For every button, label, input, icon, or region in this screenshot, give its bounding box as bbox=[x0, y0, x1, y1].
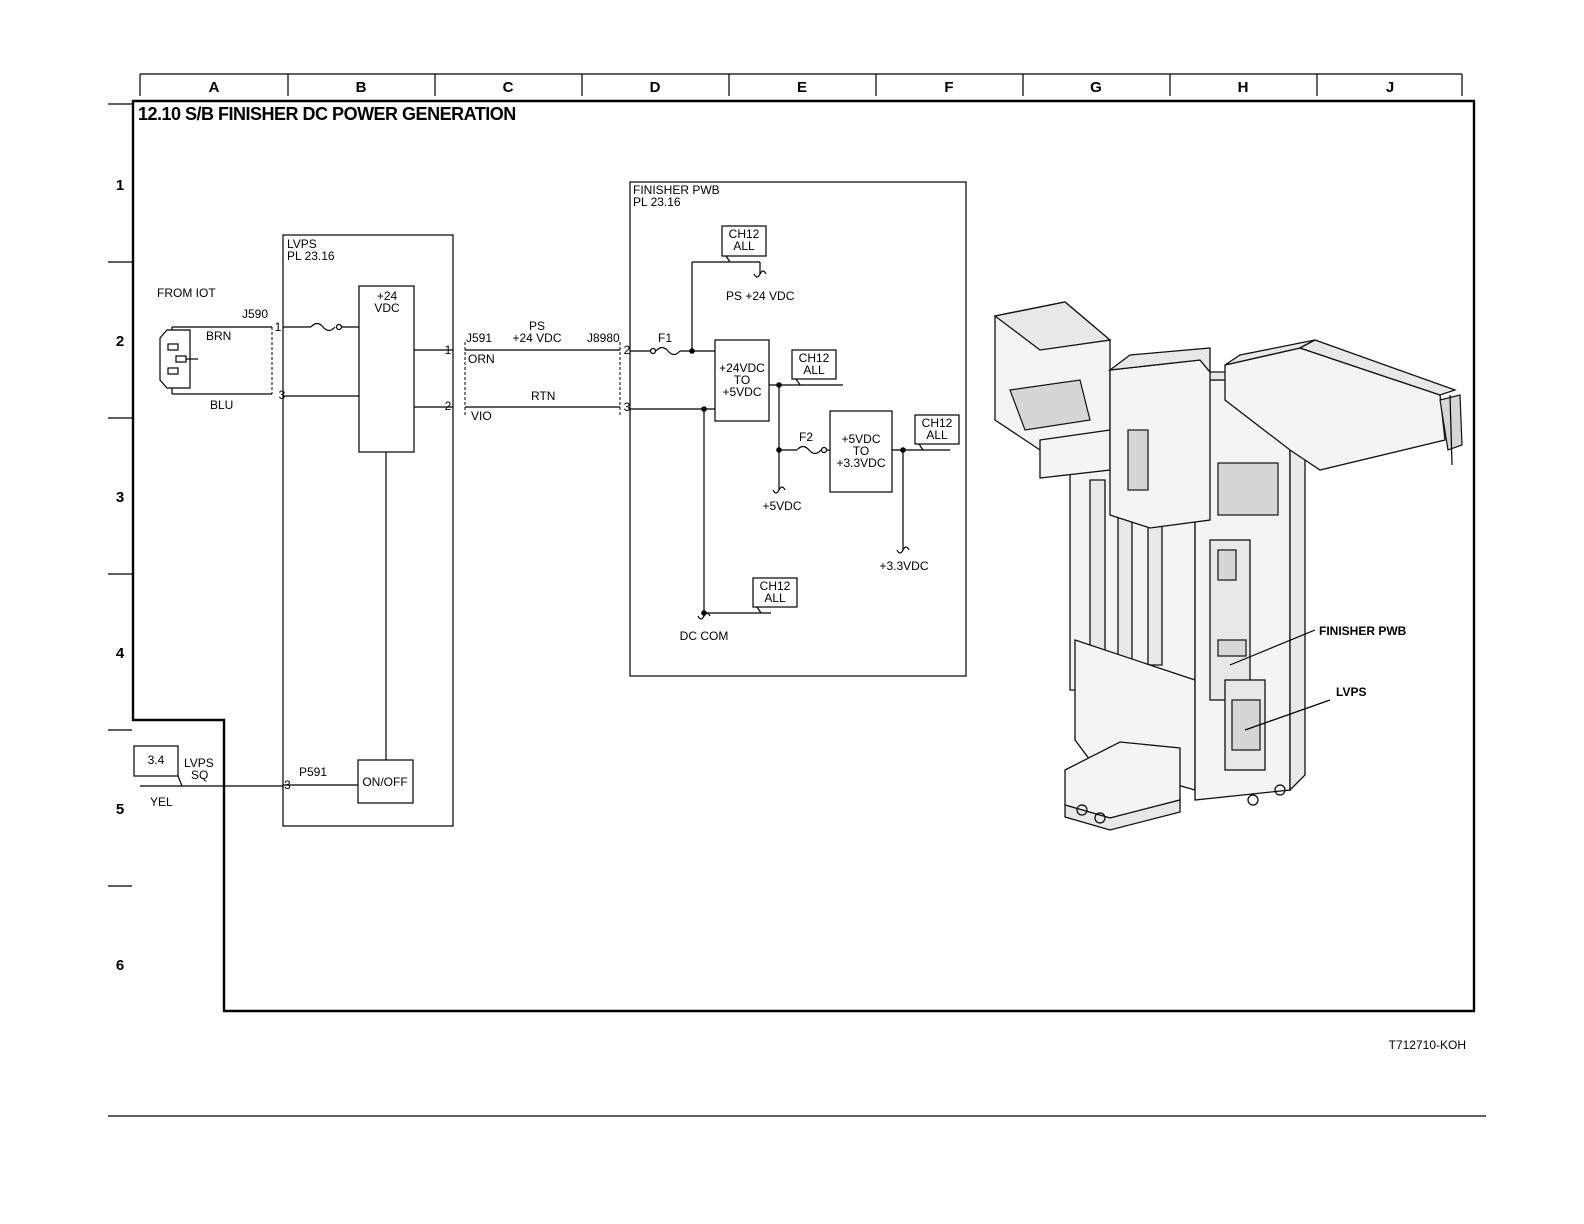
dc-com-termination-icon bbox=[697, 612, 711, 620]
ref-ch12-3-line1: CH12 bbox=[922, 416, 953, 430]
conv1-line1: +24VDC bbox=[719, 361, 765, 375]
on-off-switch bbox=[357, 759, 414, 804]
dc-com-label: DC COM bbox=[680, 629, 729, 643]
finisher-pwb-box bbox=[629, 181, 967, 677]
conv2-line2: TO bbox=[853, 444, 869, 458]
conv1-line2: TO bbox=[734, 373, 750, 387]
lvps-sq-line2: SQ bbox=[191, 768, 208, 782]
5v-termination-icon bbox=[772, 486, 786, 494]
grid-row-4: 4 bbox=[116, 645, 125, 662]
lvps-sq-line1: LVPS bbox=[184, 756, 214, 770]
grid-col-h: H bbox=[1238, 79, 1249, 96]
lvps-fuse-icon bbox=[310, 322, 336, 332]
grid-col-j: J bbox=[1386, 79, 1394, 96]
ps24-label: PS +24 VDC bbox=[726, 289, 795, 303]
callout-finisher-pwb: FINISHER PWB bbox=[1319, 624, 1407, 638]
grid-col-d: D bbox=[650, 79, 661, 96]
conv2-line3: +3.3VDC bbox=[836, 456, 885, 470]
finisher-pwb-part: PL 23.16 bbox=[633, 195, 681, 209]
j591-label: J591 bbox=[466, 331, 492, 345]
j8980-label: J8980 bbox=[587, 331, 620, 345]
conv2-line1: +5VDC bbox=[841, 432, 880, 446]
ref-ch12-box-3 bbox=[914, 414, 960, 451]
lvps-block-line1: +24 bbox=[377, 289, 398, 303]
fuse-f1-label: F1 bbox=[658, 331, 672, 345]
grid-row-1: 1 bbox=[116, 177, 124, 194]
ref-ch12-box-4 bbox=[752, 577, 798, 614]
3v3-termination-icon bbox=[896, 546, 910, 554]
lvps-pin-in-1: 1 bbox=[275, 320, 282, 334]
blu-label: BLU bbox=[210, 398, 233, 412]
grid-row-3: 3 bbox=[116, 489, 124, 506]
from-iot-label: FROM IOT bbox=[157, 286, 216, 300]
ref-ch12-box-1 bbox=[721, 225, 767, 263]
grid-col-a: A bbox=[209, 79, 220, 96]
lvps-block-line2: VDC bbox=[374, 301, 400, 315]
rtn-label: RTN bbox=[531, 389, 555, 403]
grid-col-c: C bbox=[503, 79, 514, 96]
on-off-label: ON/OFF bbox=[362, 775, 407, 789]
grid-row-2: 2 bbox=[116, 333, 124, 350]
pwb-pin-2: 2 bbox=[624, 343, 631, 357]
page-title: 12.10 S/B FINISHER DC POWER GENERATION bbox=[138, 104, 516, 124]
ref-ch12-4-line1: CH12 bbox=[760, 579, 791, 593]
out-5v-label: +5VDC bbox=[762, 499, 801, 513]
fuse-f2-icon bbox=[796, 445, 822, 455]
p591-label: P591 bbox=[299, 765, 327, 779]
ac-inlet-icon bbox=[159, 329, 198, 389]
converter-5-to-3v3 bbox=[829, 410, 893, 493]
orn-label: ORN bbox=[468, 352, 495, 366]
grid-col-b: B bbox=[356, 79, 367, 96]
figure-id: T712710-KOH bbox=[1389, 1038, 1466, 1052]
ref-3-4-box bbox=[133, 745, 179, 777]
fuse-f2-label: F2 bbox=[799, 430, 813, 444]
diagram-frame bbox=[131, 99, 1476, 1013]
ref-ch12-2-line1: CH12 bbox=[799, 351, 830, 365]
grid-col-g: G bbox=[1090, 79, 1102, 96]
conv1-line3: +5VDC bbox=[722, 385, 761, 399]
ref-ch12-1-line1: CH12 bbox=[729, 227, 760, 241]
lvps-name: LVPS bbox=[287, 237, 317, 251]
lvps-pin-out-1: 1 bbox=[445, 343, 452, 357]
pwb-pin-3: 3 bbox=[624, 400, 631, 414]
callout-line-pwb bbox=[1229, 629, 1316, 666]
fuse-f1-icon bbox=[655, 346, 681, 356]
finisher-illustration bbox=[993, 301, 1463, 831]
lvps-pin-out-2: 2 bbox=[445, 399, 452, 413]
ps-label-1: PS bbox=[529, 319, 545, 333]
ref-ch12-3-line2: ALL bbox=[926, 428, 948, 442]
grid-col-f: F bbox=[944, 79, 953, 96]
callout-lvps: LVPS bbox=[1336, 685, 1366, 699]
yel-label: YEL bbox=[150, 795, 173, 809]
lvps-pin-sw: 3 bbox=[284, 778, 291, 792]
converter-24-to-5 bbox=[714, 339, 770, 422]
vio-label: VIO bbox=[471, 409, 492, 423]
ref-ch12-box-2 bbox=[791, 349, 837, 386]
lvps-pin-in-3: 3 bbox=[279, 388, 286, 402]
grid-frame bbox=[108, 73, 1463, 887]
ps24-termination-icon bbox=[753, 270, 767, 278]
lvps-box bbox=[282, 234, 454, 827]
brn-label: BRN bbox=[206, 329, 231, 343]
ref-ch12-1-line2: ALL bbox=[733, 239, 755, 253]
ref-3-4: 3.4 bbox=[148, 753, 165, 767]
j590-label: J590 bbox=[242, 307, 268, 321]
finisher-pwb-name: FINISHER PWB bbox=[633, 183, 720, 197]
ref-ch12-2-line2: ALL bbox=[803, 363, 825, 377]
callout-line-lvps bbox=[1244, 699, 1331, 731]
ref-ch12-4-line2: ALL bbox=[764, 591, 786, 605]
ps-label-2: +24 VDC bbox=[512, 331, 561, 345]
grid-row-5: 5 bbox=[116, 801, 124, 818]
out-3v3-label: +3.3VDC bbox=[879, 559, 928, 573]
lvps-part: PL 23.16 bbox=[287, 249, 335, 263]
grid-col-e: E bbox=[797, 79, 807, 96]
grid-row-6: 6 bbox=[116, 957, 124, 974]
